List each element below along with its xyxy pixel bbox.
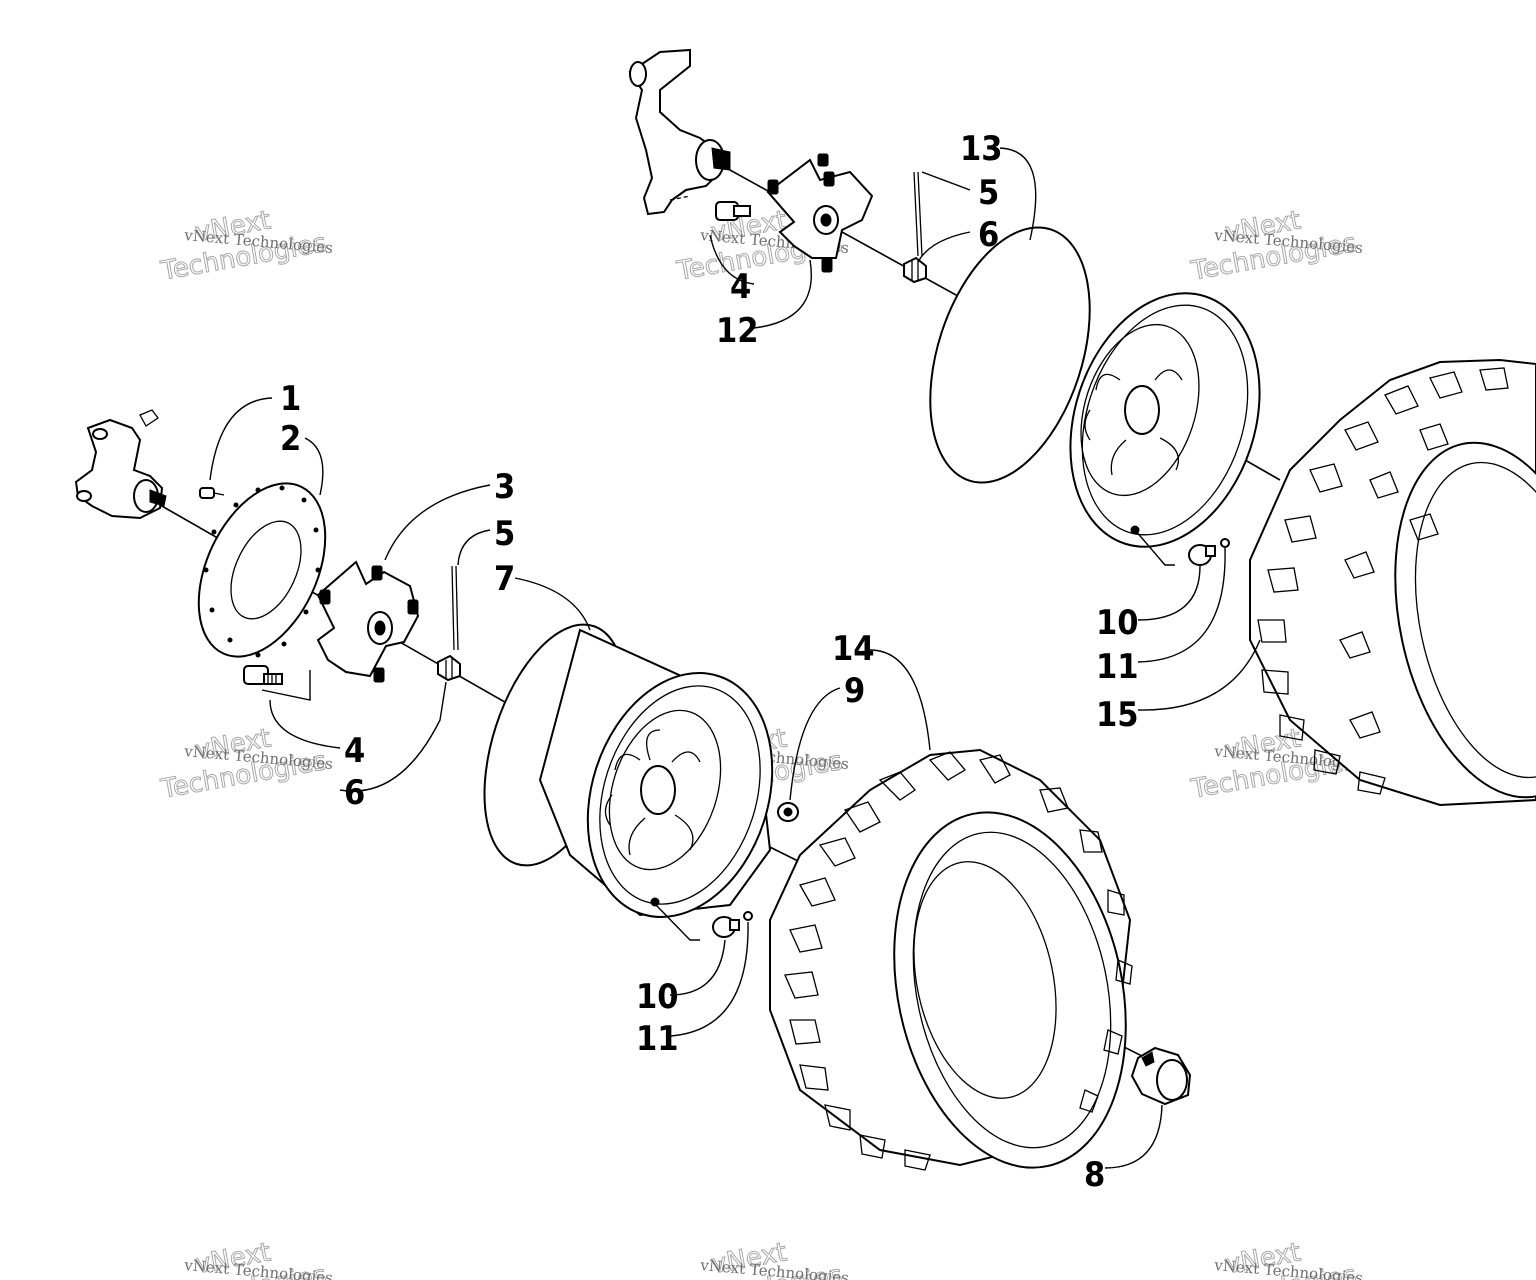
disc-holes xyxy=(203,485,321,658)
nut-9 xyxy=(777,802,799,822)
front-rim-7 xyxy=(483,623,774,918)
callout-10-rear: 10 xyxy=(1096,603,1139,643)
cotter-pin-5-front xyxy=(451,565,459,651)
rear-tire-tread-blocks xyxy=(1257,367,1509,795)
cotter-pin-5-rear xyxy=(913,171,923,257)
callout-1: 1 xyxy=(280,379,301,419)
callout-11-front: 11 xyxy=(636,1019,679,1059)
callout-8: 8 xyxy=(1084,1155,1105,1195)
callout-7: 7 xyxy=(494,559,515,599)
castle-nut-6-front xyxy=(437,654,461,682)
bolt-1-small xyxy=(199,487,225,499)
callout-5-rear: 5 xyxy=(978,173,999,213)
callout-6-front: 6 xyxy=(344,773,365,813)
hub-cap-8 xyxy=(1130,1046,1192,1106)
callout-14: 14 xyxy=(832,629,875,669)
front-tire-14 xyxy=(769,748,1133,1171)
callout-9: 9 xyxy=(844,671,865,711)
callout-13: 13 xyxy=(960,129,1003,169)
callout-11-rear: 11 xyxy=(1096,647,1139,687)
callout-4-rear: 4 xyxy=(730,267,751,307)
stud-bolt-4-front xyxy=(243,665,283,685)
stud-bolt-4-rear xyxy=(715,201,751,221)
tire-tread-blocks xyxy=(784,751,1133,1171)
castle-nut-6-rear xyxy=(903,256,927,284)
leader-lines xyxy=(209,147,1261,1169)
brake-disc-2 xyxy=(197,482,327,658)
callout-6-rear: 6 xyxy=(978,215,999,255)
callout-10-front: 10 xyxy=(636,977,679,1017)
callout-numbers: 1 2 3 5 7 4 6 14 9 10 11 8 13 5 6 4 12 1… xyxy=(280,129,1139,1195)
valve-cap-11-rear xyxy=(1220,538,1230,548)
wheel-hub-3 xyxy=(316,560,420,683)
callout-2: 2 xyxy=(280,419,301,459)
valve-stem-10-rear xyxy=(1188,544,1216,566)
rear-steering-knuckle xyxy=(628,48,731,216)
valve-cap-11-front xyxy=(743,911,753,921)
rear-tire-15 xyxy=(1249,358,1536,807)
wheel-hub-12 xyxy=(766,153,874,273)
callout-3: 3 xyxy=(494,467,515,507)
callout-4-front: 4 xyxy=(344,731,365,771)
callout-5-front: 5 xyxy=(494,514,515,554)
front-steering-knuckle xyxy=(74,409,167,520)
callout-12: 12 xyxy=(716,311,759,351)
valve-stem-10-front xyxy=(712,916,740,938)
rear-rim-13 xyxy=(929,226,1261,548)
callout-15: 15 xyxy=(1096,695,1139,735)
